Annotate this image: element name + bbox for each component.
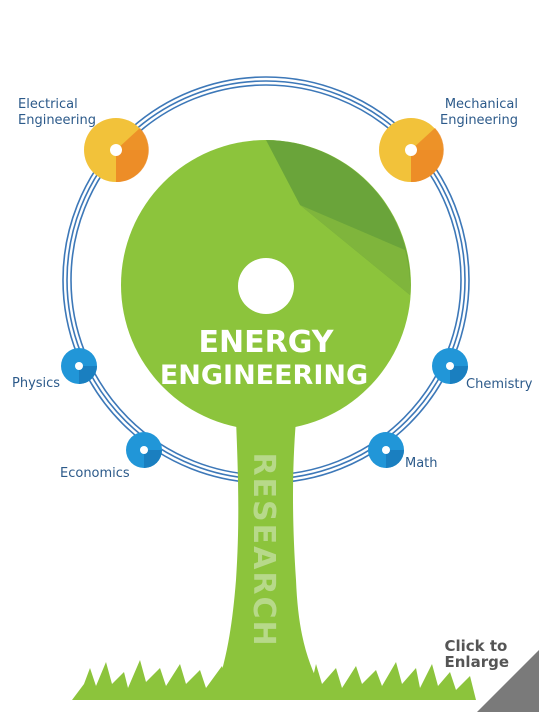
node-math[interactable] (368, 432, 404, 468)
label-chemistry: Chemistry (466, 377, 533, 392)
node-electrical-hole (110, 144, 122, 156)
grass (72, 660, 476, 700)
enlarge-corner-triangle[interactable] (477, 650, 539, 712)
node-chemistry[interactable] (432, 348, 468, 384)
canopy-hole (238, 258, 294, 314)
node-mechanical-hole (405, 144, 417, 156)
center-title-line2: ENGINEERING (160, 360, 368, 391)
click-to-enlarge-text: Click to Enlarge (444, 637, 510, 671)
label-electrical: Electrical Engineering (18, 97, 96, 128)
label-physics: Physics (12, 376, 61, 391)
node-physics[interactable] (61, 348, 97, 384)
node-electrical[interactable] (84, 118, 149, 183)
tree-trunk (216, 420, 322, 690)
label-mechanical: Mechanical Engineering (440, 97, 518, 128)
label-math: Math (405, 456, 438, 471)
click-to-enlarge-button[interactable]: Click to Enlarge (430, 636, 539, 712)
trunk-label: RESEARCH (246, 452, 281, 647)
canopy (121, 140, 411, 430)
node-mechanical[interactable] (379, 118, 444, 183)
node-economics[interactable] (126, 432, 162, 468)
label-economics: Economics (60, 466, 130, 481)
center-title-line1: ENERGY (199, 325, 335, 360)
